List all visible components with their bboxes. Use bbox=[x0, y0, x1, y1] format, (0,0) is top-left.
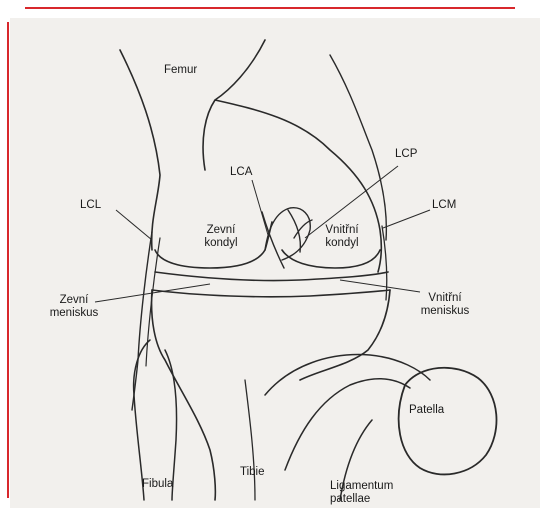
zevni-meniskus-line2: meniskus bbox=[42, 307, 106, 320]
tibie-label: Tibie bbox=[240, 466, 265, 479]
fibula-label: Fibula bbox=[142, 478, 173, 491]
zevni-kondyl-line2: kondyl bbox=[193, 237, 249, 250]
femur-label: Femur bbox=[164, 64, 197, 77]
zevni-meniskus-label: Zevní meniskus bbox=[42, 294, 106, 320]
ligamentum-patellae-label: Ligamentum patellae bbox=[330, 480, 393, 506]
vnitrni-meniskus-line1: Vnitřní bbox=[412, 292, 478, 305]
vnitrni-kondyl-line2: kondyl bbox=[314, 237, 370, 250]
lcm-label: LCM bbox=[432, 199, 456, 212]
vnitrni-meniskus-label: Vnitřní meniskus bbox=[412, 292, 478, 318]
vnitrni-meniskus-line2: meniskus bbox=[412, 305, 478, 318]
ligamentum-line2: patellae bbox=[330, 493, 393, 506]
zevni-kondyl-label: Zevní kondyl bbox=[193, 224, 249, 250]
vnitrni-kondyl-line1: Vnitřní bbox=[314, 224, 370, 237]
patella-label: Patella bbox=[409, 404, 444, 417]
ligamentum-line1: Ligamentum bbox=[330, 480, 393, 493]
lca-label: LCA bbox=[230, 166, 252, 179]
vnitrni-kondyl-label: Vnitřní kondyl bbox=[314, 224, 370, 250]
lcl-label: LCL bbox=[80, 199, 101, 212]
zevni-meniskus-line1: Zevní bbox=[42, 294, 106, 307]
lcp-label: LCP bbox=[395, 148, 417, 161]
diagram-canvas bbox=[10, 18, 540, 508]
zevni-kondyl-line1: Zevní bbox=[193, 224, 249, 237]
